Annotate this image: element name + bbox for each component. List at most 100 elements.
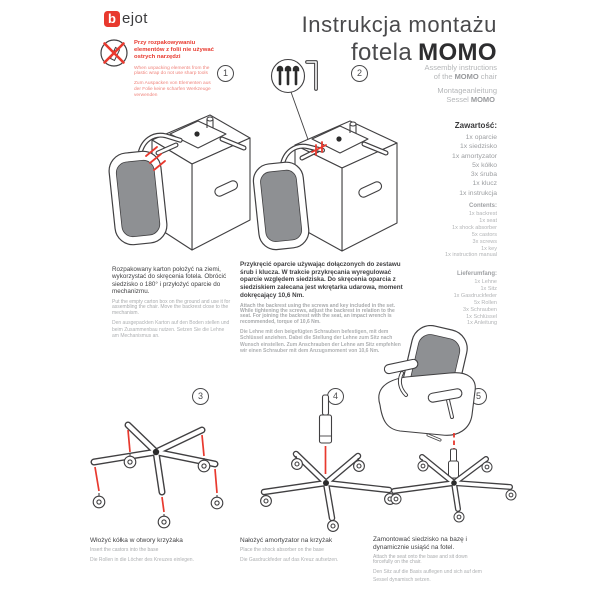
warning-text: Przy rozpakowywaniu elementów z folii ni… xyxy=(134,40,214,99)
warning-pl: Przy rozpakowywaniu elementów z folii ni… xyxy=(134,40,214,61)
step-1-text-de: Den ausgepackten Karton auf den Boden st… xyxy=(112,320,230,339)
step-4-text-de: Die Gasdruckfeder auf das Kreuz aufsetze… xyxy=(240,556,339,563)
step-3-text-pl: Włożyć kółka w otwory krzyżaka xyxy=(90,537,183,544)
list-item: 1x klucz xyxy=(472,180,497,188)
screw-marks xyxy=(311,141,327,156)
list-item: 3x śruba xyxy=(470,171,497,179)
step-5-text-de: Den Sitz auf die Basis auflegen und sich… xyxy=(373,569,482,583)
contents-list-en: Contents: 1x backrest 1x seat 1x shock a… xyxy=(445,203,497,259)
box-handle xyxy=(214,180,239,197)
step-5-text-en: Attach the seat onto the base and sit do… xyxy=(373,553,468,566)
list-item: 3x screws xyxy=(472,238,497,245)
castors xyxy=(390,458,517,523)
callout-leader-line xyxy=(290,91,311,146)
castor xyxy=(197,458,211,473)
list-item: 1x key xyxy=(481,245,497,252)
logo-b-mark: b xyxy=(104,10,120,27)
bejot-logo: b ejot xyxy=(104,10,148,27)
contents-list-pl: Zawartość: 1x oparcie 1x siedzisko 1x am… xyxy=(452,121,497,198)
step-3-text-de: Die Rollen in die Löcher des Kreuzes ein… xyxy=(90,556,194,563)
step-5-text-pl: Zamontować siedzisko na bazę i dynamiczn… xyxy=(373,536,467,551)
armrest-left xyxy=(383,358,419,397)
alignment-marks xyxy=(145,146,166,171)
box-handle xyxy=(358,181,383,198)
step-1-text-en: Put the empty carton box on the ground a… xyxy=(112,298,231,316)
red-cross xyxy=(103,42,125,64)
seat xyxy=(378,372,476,436)
step-1-text-pl: Rozpakowany karton położyć na ziemi, wyk… xyxy=(112,266,227,296)
step-3-text-en: Insert the castors into the base xyxy=(90,547,159,553)
list-item: 1x amortyzator xyxy=(452,152,497,160)
step-2-badge: 2 xyxy=(351,65,368,82)
castors xyxy=(92,454,224,529)
subtitle-de-line1: Montageanleitung xyxy=(437,86,497,95)
step-2-diagram xyxy=(252,58,398,252)
step-2-text: Przykręcić oparcie używając dołączonych … xyxy=(240,261,406,354)
castor xyxy=(353,457,365,472)
step-1-text: Rozpakowany karton położyć na ziemi, wyk… xyxy=(112,266,232,339)
castor xyxy=(260,493,272,507)
star-base xyxy=(391,454,513,512)
step-1-badge: 1 xyxy=(217,65,234,82)
backrest xyxy=(252,143,326,251)
contents-pl-heading: Zawartość: xyxy=(454,121,497,130)
castor xyxy=(210,495,224,510)
subtitle-de-product: MOMO xyxy=(470,95,495,104)
castor xyxy=(481,460,493,473)
no-sharp-tools-icon xyxy=(100,39,128,67)
title-product-name: MOMO xyxy=(418,39,497,66)
castor xyxy=(327,519,339,532)
castor xyxy=(417,458,429,472)
gas-lift xyxy=(318,394,333,444)
subtitle-en-product: MOMO xyxy=(454,72,479,81)
list-item: 1x instruction manual xyxy=(445,252,497,259)
contents-de-heading: Lieferumfang: xyxy=(456,271,497,277)
step-2-text-pl: Przykręcić oparcie używając dołączonych … xyxy=(240,261,403,299)
subtitle-en-pre: of the xyxy=(433,72,453,81)
castor xyxy=(123,454,137,469)
step-4-text-en: Place the shock absorber on the base xyxy=(240,547,324,553)
seat-lever xyxy=(426,433,442,442)
backrest-mesh xyxy=(115,159,161,238)
list-item: 1x seat xyxy=(479,217,497,224)
step-4-diagram xyxy=(260,394,396,532)
logo-text: ejot xyxy=(122,10,148,27)
armrest-right xyxy=(427,388,463,419)
castor xyxy=(157,514,171,529)
step-5-diagram xyxy=(378,325,517,523)
list-item: 3x Schrauben xyxy=(463,306,497,313)
step-5-text: Zamontować siedzisko na bazę i dynamiczn… xyxy=(373,536,485,584)
list-item: 1x shock absorber xyxy=(452,224,497,231)
backrest-mesh xyxy=(260,169,303,242)
castor xyxy=(505,488,517,501)
castor xyxy=(390,492,402,505)
contents-en-heading: Contents: xyxy=(469,203,497,209)
list-item: 1x Lehne xyxy=(474,279,497,285)
screws-callout xyxy=(270,58,318,146)
step-2-text-en: Attach the backrest using the screws and… xyxy=(240,302,396,325)
step-4-text-pl: Nałożyć amortyzator na krzyżak xyxy=(240,537,333,544)
step-3-diagram xyxy=(90,421,224,529)
step-2-text-de: Die Lehne mit den beigefügten Schrauben … xyxy=(240,329,401,354)
seat-mechanism xyxy=(155,116,247,156)
list-item: 1x instrukcja xyxy=(459,189,497,197)
subtitle-en-line1: Assembly instructions xyxy=(424,63,497,72)
screw-icon xyxy=(276,65,300,86)
list-item: 1x Anleitung xyxy=(467,320,497,327)
list-item: 1x oparcie xyxy=(465,134,497,141)
step-4-badge: 4 xyxy=(327,388,344,405)
castor xyxy=(92,493,106,509)
list-item: 5x kółko xyxy=(472,161,497,169)
backrest xyxy=(108,132,183,246)
list-item: 1x Gasdruckfeder xyxy=(453,292,497,299)
carton-box xyxy=(294,120,398,252)
step-3-text: Włożyć kółka w otwory krzyżaka Insert th… xyxy=(90,537,230,564)
castor xyxy=(291,455,303,470)
list-item: 5x Rollen xyxy=(474,299,497,306)
